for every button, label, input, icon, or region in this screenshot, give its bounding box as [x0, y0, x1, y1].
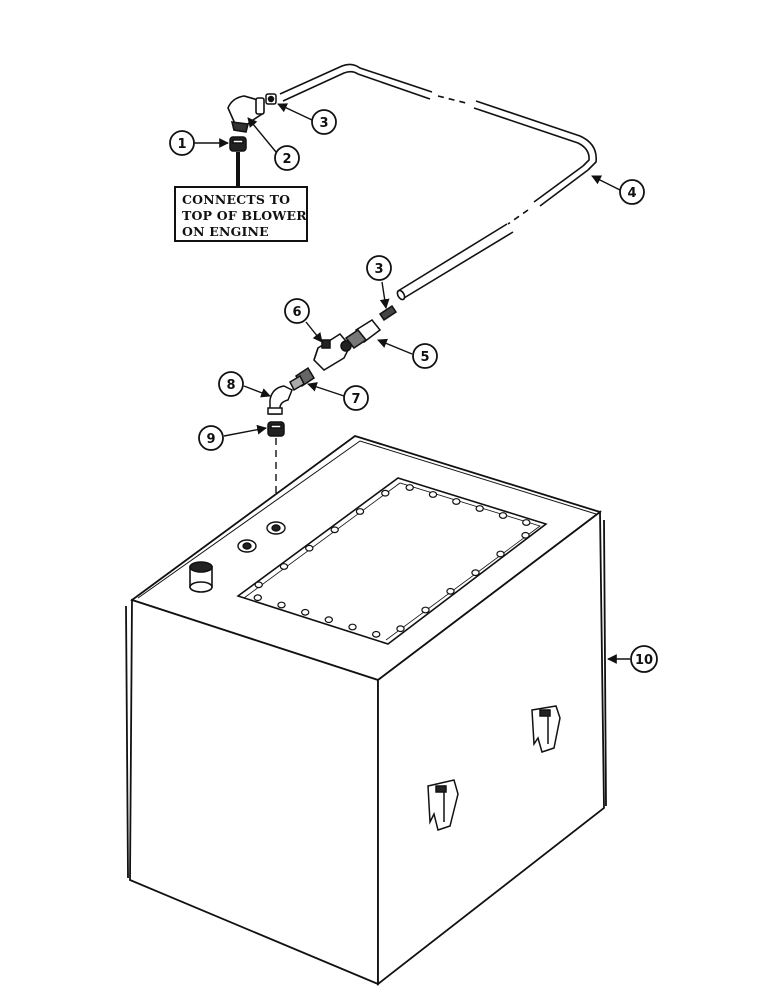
callout-2: 2 [274, 145, 300, 171]
svg-text:1: 1 [177, 137, 186, 152]
cover-bolt [381, 489, 390, 497]
cover-bolt [305, 544, 314, 552]
svg-text:7: 7 [351, 392, 360, 407]
cover-bolt [253, 594, 262, 602]
mount-bracket-left [427, 779, 459, 831]
tank-port-vent [237, 539, 257, 553]
reducer-fitting-3 [378, 304, 398, 322]
callout-10: 10 [630, 645, 658, 673]
cover-bolt [475, 505, 484, 512]
cover-bolt [301, 608, 310, 616]
elbow-fitting-2 [227, 95, 265, 133]
callout-leaders [194, 103, 630, 664]
cover-bolt [324, 616, 333, 624]
cover-bolt [471, 569, 480, 577]
tank-port-return [266, 521, 286, 535]
cover-bolt [330, 526, 339, 534]
svg-text:8: 8 [226, 378, 235, 393]
svg-text:3: 3 [374, 262, 383, 277]
cover-bolt [396, 625, 405, 633]
callout-6: 6 [284, 298, 310, 324]
reducer-fitting-3-top [265, 93, 277, 105]
callout-4: 4 [619, 179, 645, 205]
cover-bolt [279, 563, 289, 570]
note-line-1: CONNECTS TO [182, 192, 291, 207]
cover-bolts [253, 484, 531, 638]
bushing-9 [267, 421, 285, 437]
svg-text:5: 5 [420, 350, 429, 365]
connects-to-blower-note: CONNECTS TO TOP OF BLOWER ON ENGINE [174, 186, 308, 242]
callout-5: 5 [412, 343, 438, 369]
nipple-7 [289, 366, 316, 392]
cover-bolt [405, 484, 414, 491]
svg-text:2: 2 [282, 152, 291, 167]
svg-text:9: 9 [206, 432, 215, 447]
cover-bolt [348, 623, 357, 631]
cover-bolt [355, 508, 365, 515]
cover-bolt [522, 519, 531, 526]
cover-bolt [372, 630, 381, 638]
svg-text:4: 4 [627, 186, 636, 201]
mount-bracket-right [531, 705, 561, 753]
bushing-1 [229, 136, 247, 152]
cover-bolt [254, 581, 263, 589]
callout-7: 7 [343, 385, 369, 411]
callout-9: 9 [198, 425, 224, 451]
elbow-fitting-8 [267, 385, 293, 415]
svg-text:6: 6 [292, 305, 301, 320]
cover-bolt [277, 601, 286, 609]
callout-3-top: 3 [311, 109, 337, 135]
callout-1: 1 [169, 130, 195, 156]
cover-bolt [452, 498, 461, 505]
access-cover-plate [236, 477, 548, 645]
tube-assembly [279, 63, 597, 301]
cover-bolt [428, 491, 438, 498]
cover-bolt [498, 512, 508, 519]
cover-bolt [446, 587, 455, 595]
cover-bolt [496, 550, 505, 558]
tee-fitting-6 [313, 333, 352, 371]
note-line-2: TOP OF BLOWER [182, 208, 307, 223]
cover-bolt [521, 531, 530, 539]
svg-text:3: 3 [319, 116, 328, 131]
svg-text:10: 10 [635, 653, 653, 668]
callout-3-middle: 3 [366, 255, 392, 281]
cover-bolt [421, 606, 430, 614]
note-line-3: ON ENGINE [182, 224, 269, 239]
tank-port-fill-neck [189, 561, 213, 593]
callout-8: 8 [218, 371, 244, 397]
